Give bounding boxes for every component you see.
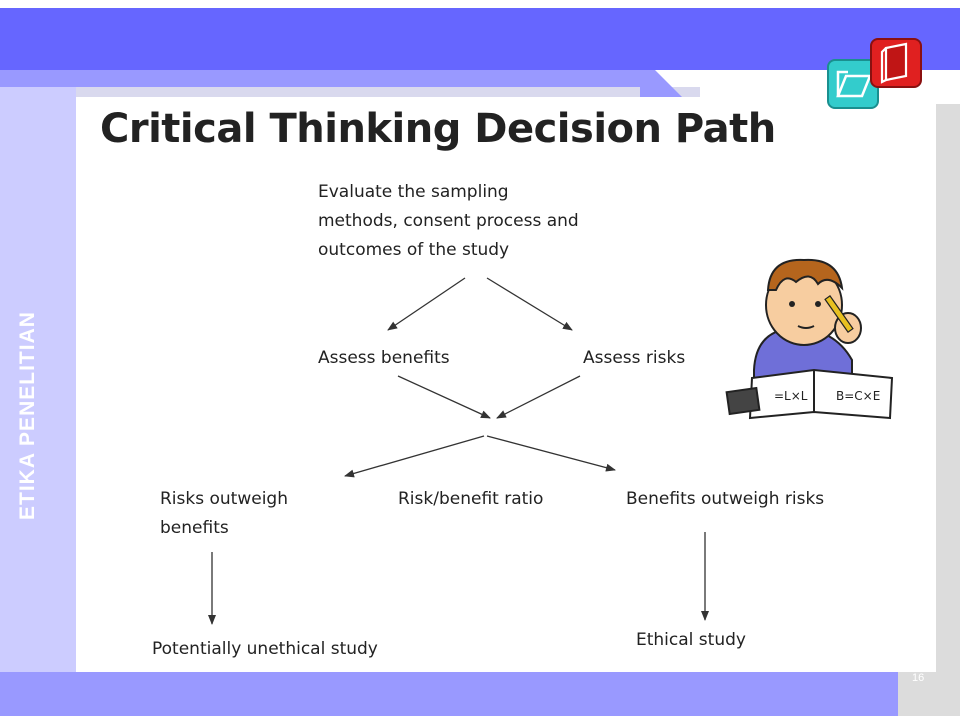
top-header-band [0,8,960,70]
left-side-band [0,87,76,672]
node-risks-outweigh-line-1: Risks outweigh [160,489,288,509]
header-shadow-band [0,87,700,97]
page-number: 16 [912,672,925,684]
node-assess-benefits: Assess benefits [318,348,450,368]
node-evaluate-line-1: Evaluate the sampling [318,182,509,202]
node-evaluate-line-2: methods, consent process and [318,211,579,231]
arrow-benefits-to-merge [397,375,491,419]
header-slant-shape [640,70,682,97]
arrow-ratio-to-risks-outweigh [344,435,485,478]
arrow-evaluate-to-risks [486,277,573,331]
node-ethical-study: Ethical study [636,630,746,650]
node-risks-outweigh: Risks outweigh benefits [160,485,288,543]
svg-text:=L×L: =L×L [774,389,808,403]
right-edge-band [936,104,960,672]
arrow-risks-to-merge [496,375,581,419]
footer-band [0,672,898,716]
book-icon [870,38,922,88]
arrow-ratio-to-benefits-outweigh [486,435,616,472]
slide-title: Critical Thinking Decision Path [100,106,776,152]
header-accent-band [0,70,655,87]
node-evaluate: Evaluate the sampling methods, consent p… [318,178,579,265]
node-assess-risks: Assess risks [583,348,686,368]
node-risk-benefit-ratio: Risk/benefit ratio [398,489,544,509]
node-benefits-outweigh: Benefits outweigh risks [626,489,825,509]
footer-corner [898,672,960,716]
node-risks-outweigh-line-2: benefits [160,518,229,538]
arrow-evaluate-to-benefits [387,277,466,331]
node-unethical-study: Potentially unethical study [152,639,378,659]
svg-text:B=C×E: B=C×E [836,389,880,403]
student-studying-clipart: =L×L B=C×E [725,258,894,420]
node-evaluate-line-3: outcomes of the study [318,240,510,260]
